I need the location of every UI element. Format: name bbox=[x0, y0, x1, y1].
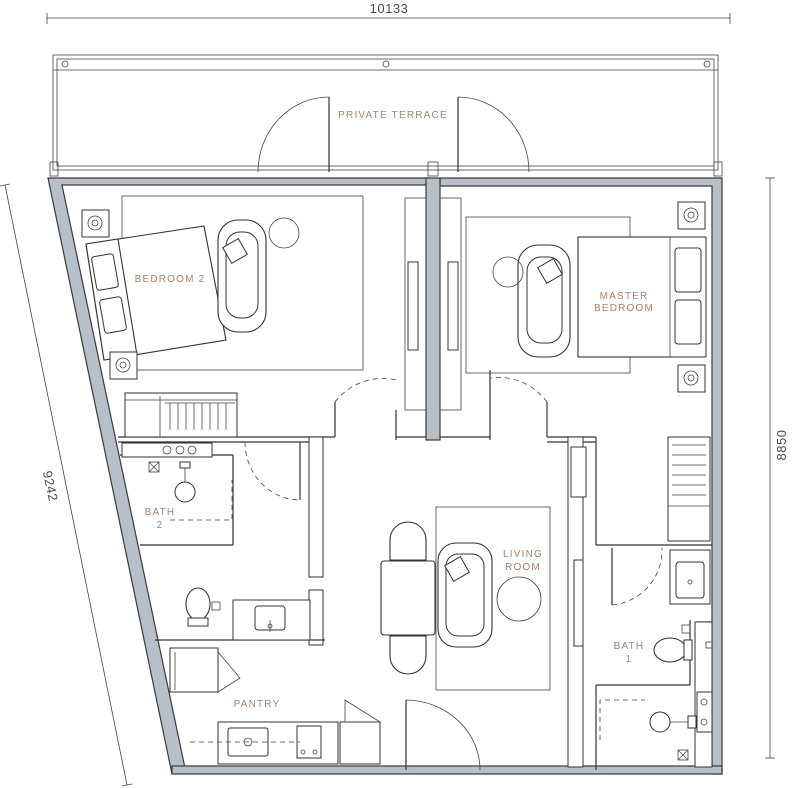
right-dimension: 8850 bbox=[765, 177, 789, 759]
living-room: LIVING ROOM bbox=[380, 506, 584, 691]
pantry-label: PANTRY bbox=[234, 699, 281, 710]
living-room-label-1: LIVING bbox=[503, 549, 543, 560]
top-dimension-label: 10133 bbox=[370, 1, 409, 16]
bath-2: BATH 2 bbox=[121, 441, 311, 641]
living-room-rug bbox=[435, 506, 551, 691]
bedroom-2-label: BEDROOM 2 bbox=[135, 274, 206, 285]
nightstand bbox=[81, 209, 110, 238]
pantry: PANTRY bbox=[169, 647, 481, 771]
master-bedroom-label-2: BEDROOM bbox=[594, 303, 654, 314]
dining-table bbox=[380, 560, 436, 636]
master-bedroom: MASTER BEDROOM bbox=[465, 201, 707, 437]
bath-2-toilet bbox=[185, 587, 211, 621]
bedroom-2-wardrobe bbox=[124, 392, 238, 438]
master-wardrobe bbox=[570, 436, 711, 542]
shower-head bbox=[174, 481, 196, 503]
bath-1-label-1: BATH bbox=[614, 641, 645, 652]
private-terrace-label: PRIVATE TERRACE bbox=[338, 110, 448, 121]
bath-1-label-2: 1 bbox=[626, 654, 633, 665]
left-dimension-label: 9242 bbox=[40, 469, 61, 502]
bath-2-label-1: BATH bbox=[145, 507, 176, 518]
bedroom-2-side-table bbox=[268, 217, 300, 249]
right-dimension-label: 8850 bbox=[774, 430, 789, 461]
master-bedroom-label-1: MASTER bbox=[600, 291, 649, 302]
bath-1-toilet bbox=[653, 637, 687, 663]
private-terrace: PRIVATE TERRACE bbox=[49, 54, 723, 177]
bath-2-label-2: 2 bbox=[157, 520, 164, 531]
top-dimension: 10133 bbox=[46, 1, 731, 24]
bath-1: BATH 1 bbox=[599, 547, 713, 761]
bedroom-2: BEDROOM 2 bbox=[81, 195, 459, 437]
living-room-label-2: ROOM bbox=[505, 562, 541, 573]
coffee-table bbox=[496, 576, 542, 622]
exterior-walls bbox=[47, 177, 723, 775]
bath-1-shower bbox=[649, 711, 671, 733]
left-dimension: 9242 bbox=[0, 183, 133, 787]
